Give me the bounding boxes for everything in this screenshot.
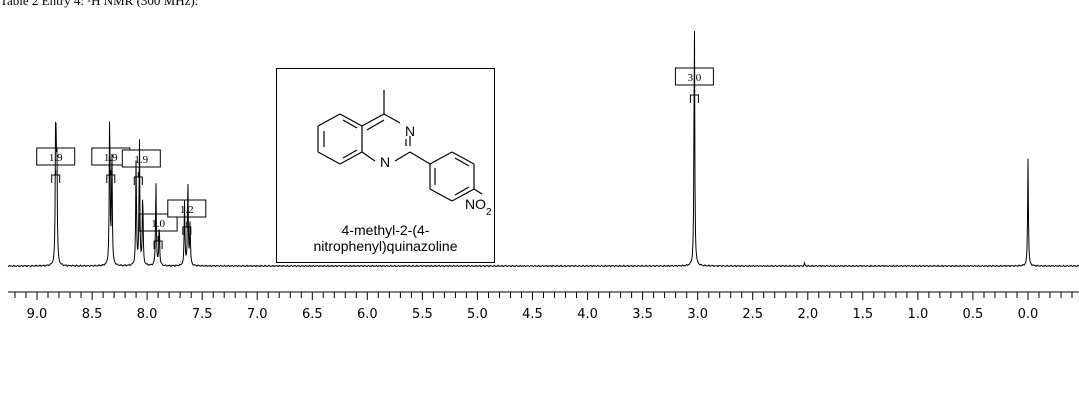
x-tick-label: 3.0 [687, 307, 708, 322]
integral-value-label: 1.0 [151, 218, 165, 230]
x-tick-label: 0.0 [1018, 307, 1039, 322]
x-tick-label: 1.5 [852, 307, 873, 322]
x-tick-label: 2.0 [797, 307, 818, 322]
x-tick-label: 0.5 [963, 307, 984, 322]
x-tick-label: 6.0 [357, 307, 378, 322]
x-axis: 9.0 8.5 8.0 7.5 7.0 6.5 6.0 5.5 5.0 4.5 4.0 3.5 3.0 2… [8, 291, 1079, 322]
quinazoline-structure-drawing: N N NO2 [317, 90, 492, 218]
x-tick-label: 1.0 [908, 307, 929, 322]
integral-bracket [106, 170, 116, 183]
spectrum-header-caption: Table 2 Entry 4: ¹H NMR (300 MHz): [0, 0, 199, 8]
x-tick-label: 8.5 [82, 307, 103, 322]
compound-name: 4-methyl-2-(4-nitrophenyl)quinazoline [313, 222, 458, 254]
integral-label-box [121, 149, 161, 168]
x-tick-label: 4.5 [522, 307, 543, 322]
x-tick-label: 3.5 [632, 307, 653, 322]
integral-bracket [153, 236, 163, 249]
atom-n1-label: N [380, 154, 390, 170]
x-tick-label: 8.0 [137, 307, 158, 322]
x-tick-label: 5.0 [467, 307, 488, 322]
x-tick-label: 9.0 [27, 307, 48, 322]
nitro-group-label: NO2 [465, 196, 492, 218]
integral-value-label: 1.9 [134, 154, 148, 166]
integral-value-label: 1.9 [104, 152, 118, 164]
atom-n3-label: N [405, 123, 415, 139]
integral-value-label: 1.2 [180, 204, 194, 216]
integral-label-box [167, 199, 207, 218]
x-tick-label: 4.0 [577, 307, 598, 322]
integral-value-label: 1.9 [49, 152, 63, 164]
x-tick-label: 7.5 [192, 307, 213, 322]
x-tick-label: 7.0 [247, 307, 268, 322]
x-tick-label: 2.5 [742, 307, 763, 322]
integral-bracket [133, 172, 143, 185]
spectrum-trace [7, 31, 1079, 268]
x-tick-label: 6.5 [302, 307, 323, 322]
compound-structure-box: N N NO2 4-methyl-2-(4-nitrophenyl)quinaz… [276, 68, 495, 263]
x-tick-label: 5.5 [412, 307, 433, 322]
